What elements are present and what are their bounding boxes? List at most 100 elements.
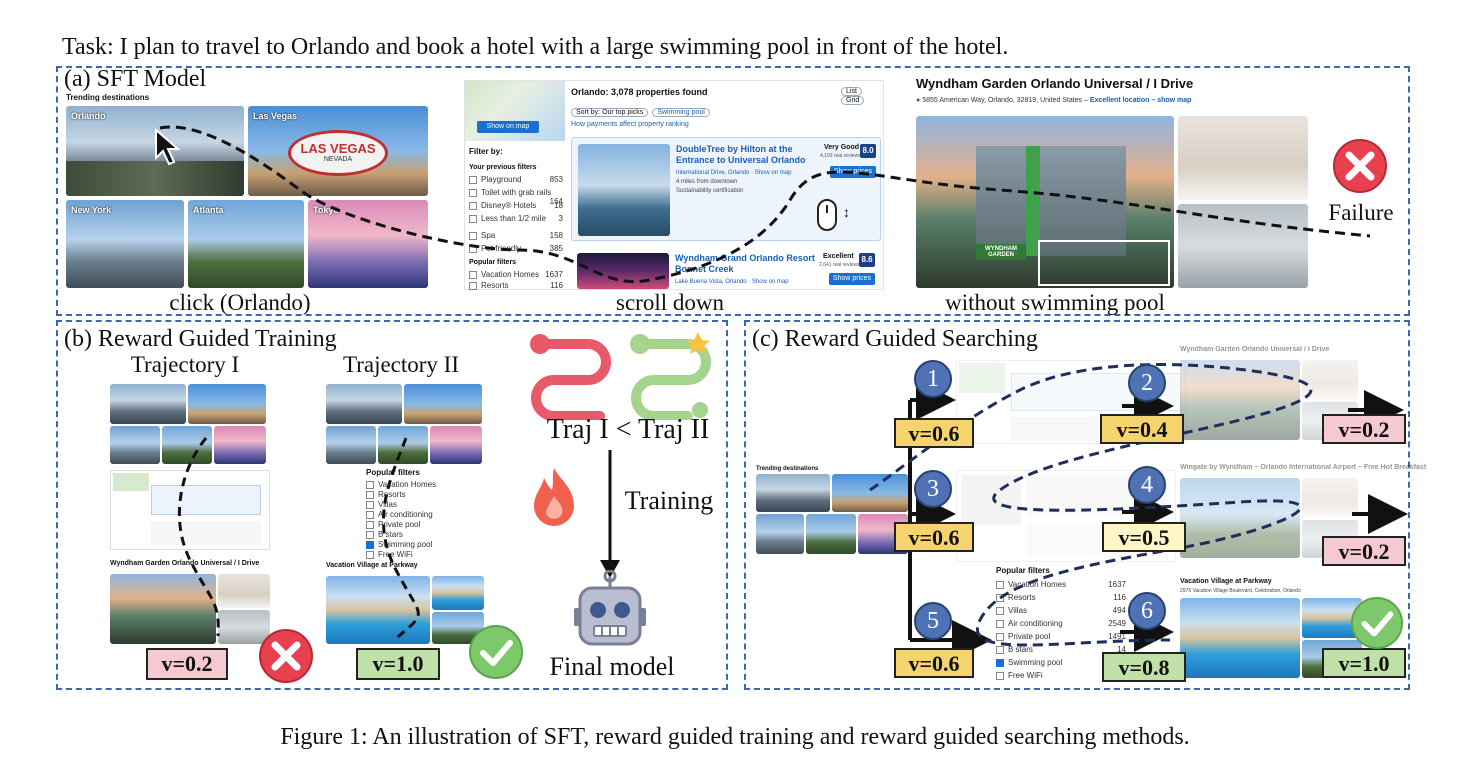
training-arrow [600, 450, 620, 578]
previous-filters-title: Your previous filters [469, 164, 537, 171]
trajectory-2-label: Trajectory II [342, 352, 460, 377]
traj1-value: v=0.2 [146, 648, 228, 680]
result-location: Lake Buena Vista, Orlando · Show on map [675, 279, 789, 285]
value-node-5: v=0.6 [894, 648, 974, 678]
result-location: International Drive, Orlando · Show on m… [676, 170, 792, 176]
review-score: 8.0 [860, 144, 876, 158]
result-photo [578, 144, 670, 236]
branch4-hotel-photo [1180, 478, 1300, 558]
skyline-shape [66, 161, 244, 196]
show-map-link[interactable]: Excellent location – show map [1089, 97, 1192, 104]
scroll-arrows-icon: ↕ [843, 204, 850, 220]
search-node-4: 4 [1128, 466, 1166, 504]
branch6-pool-hotel-address: 2975 Vacation Village Boulevard, Celebra… [1180, 588, 1301, 594]
trajectory-comparison: Traj I < Traj II [546, 414, 710, 445]
result-title[interactable]: DoubleTree by Hilton at the Entrance to … [676, 144, 806, 165]
failure-x-icon [1333, 139, 1387, 193]
traj1-tokyo-thumb [214, 426, 266, 464]
traj1-room-photo [218, 574, 270, 608]
traj1-atlanta-thumb [162, 426, 212, 464]
traj1-bath-photo [218, 610, 270, 644]
search-node-3: 3 [914, 470, 952, 508]
search-node-6: 6 [1128, 592, 1166, 630]
destination-label: Tokyo [313, 205, 339, 215]
traj2-tokyo-thumb [430, 426, 482, 464]
payments-note[interactable]: How payments affect property ranking [571, 121, 689, 128]
result-title[interactable]: Wyndham Grand Orlando Resort Bonnet Cree… [675, 253, 815, 274]
hotel-room-photo[interactable] [1178, 116, 1308, 200]
search-start-atlanta [806, 514, 856, 554]
show-prices-button[interactable]: Show prices [830, 166, 876, 178]
location-pin-icon: ● [916, 97, 921, 104]
traj2-vegas-thumb [404, 384, 482, 424]
traj2-filter-thumb: Popular filters Vacation Homes Resorts V… [366, 468, 486, 560]
show-prices-button[interactable]: Show prices [829, 273, 875, 285]
value-node-1: v=0.6 [894, 418, 974, 448]
panel-reward-guided-searching [744, 320, 1410, 690]
search-start-vegas [832, 474, 908, 512]
traj2-pool-photo-small [432, 576, 484, 610]
search-node-2: 2 [1128, 364, 1166, 402]
step-caption-without-pool: without swimming pool [945, 290, 1165, 315]
value-branch-6-end: v=1.0 [1322, 648, 1406, 678]
destination-label: Las Vegas [253, 111, 298, 121]
traj2-atlanta-thumb [378, 426, 428, 464]
traj2-pool-photo [326, 576, 430, 644]
traj1-vegas-thumb [188, 384, 266, 424]
value-branch-4-end: v=0.2 [1322, 536, 1406, 566]
task-text: Task: I plan to travel to Orlando and bo… [62, 34, 1009, 60]
search-results-screenshot: Show on map Filter by: Your previous fil… [464, 80, 884, 290]
mouse-cursor-icon [155, 128, 181, 166]
branch2-hotel-photo [1180, 360, 1300, 440]
results-header: Orlando: 3,078 properties found [571, 87, 708, 97]
search-node-1: 1 [914, 360, 952, 398]
flame-icon [534, 468, 574, 526]
value-node-4: v=0.5 [1102, 522, 1186, 552]
destination-label: Orlando [71, 111, 106, 121]
value-node-2: v=0.4 [1100, 414, 1184, 444]
destination-tile-las-vegas[interactable]: Las Vegas LAS VEGAS NEVADA [248, 106, 428, 196]
search-start-orlando [756, 474, 830, 512]
destination-tile-new-york[interactable]: New York [66, 200, 184, 288]
popular-filters-title: Popular filters [366, 468, 420, 477]
hotel-bathroom-photo[interactable] [1178, 204, 1308, 288]
destination-label: Atlanta [193, 205, 224, 215]
search-node-5: 5 [914, 602, 952, 640]
value-node-6: v=0.8 [1102, 652, 1186, 682]
panel-reward-guided-training [56, 320, 728, 690]
result-detail: 4 miles from downtown [676, 179, 738, 185]
result-photo [577, 253, 669, 289]
search-start-ny [756, 514, 804, 554]
filter-by-title: Filter by: [469, 147, 503, 156]
grid-view-button[interactable]: Grid [841, 96, 865, 105]
swimming-pool-filter-pill[interactable]: Swimming pool [652, 108, 710, 117]
destination-tile-tokyo[interactable]: Tokyo [308, 200, 428, 288]
rating-word: Very Good [824, 144, 860, 151]
review-count: 4,193 real reviews [820, 153, 861, 159]
branch6-pool-hotel-title: Vacation Village at Parkway [1180, 578, 1272, 585]
traj2-success-check-icon [469, 625, 523, 679]
hotel-main-photo[interactable]: WYNDHAM GARDEN [916, 116, 1174, 288]
value-node-3: v=0.6 [894, 522, 974, 552]
destination-tile-atlanta[interactable]: Atlanta [188, 200, 304, 288]
trending-destinations-title: Trending destinations [66, 93, 150, 102]
show-on-map-button[interactable]: Show on map [477, 121, 539, 133]
start-trending-title: Trending destinations [756, 466, 819, 472]
list-view-button[interactable]: List [841, 87, 862, 96]
review-score: 8.6 [859, 253, 875, 267]
result-card-wyndham-grand[interactable]: Wyndham Grand Orlando Resort Bonnet Cree… [571, 249, 881, 289]
failure-label: Failure [1328, 200, 1394, 225]
sort-dropdown[interactable]: Sort by: Our top picks [571, 108, 649, 117]
